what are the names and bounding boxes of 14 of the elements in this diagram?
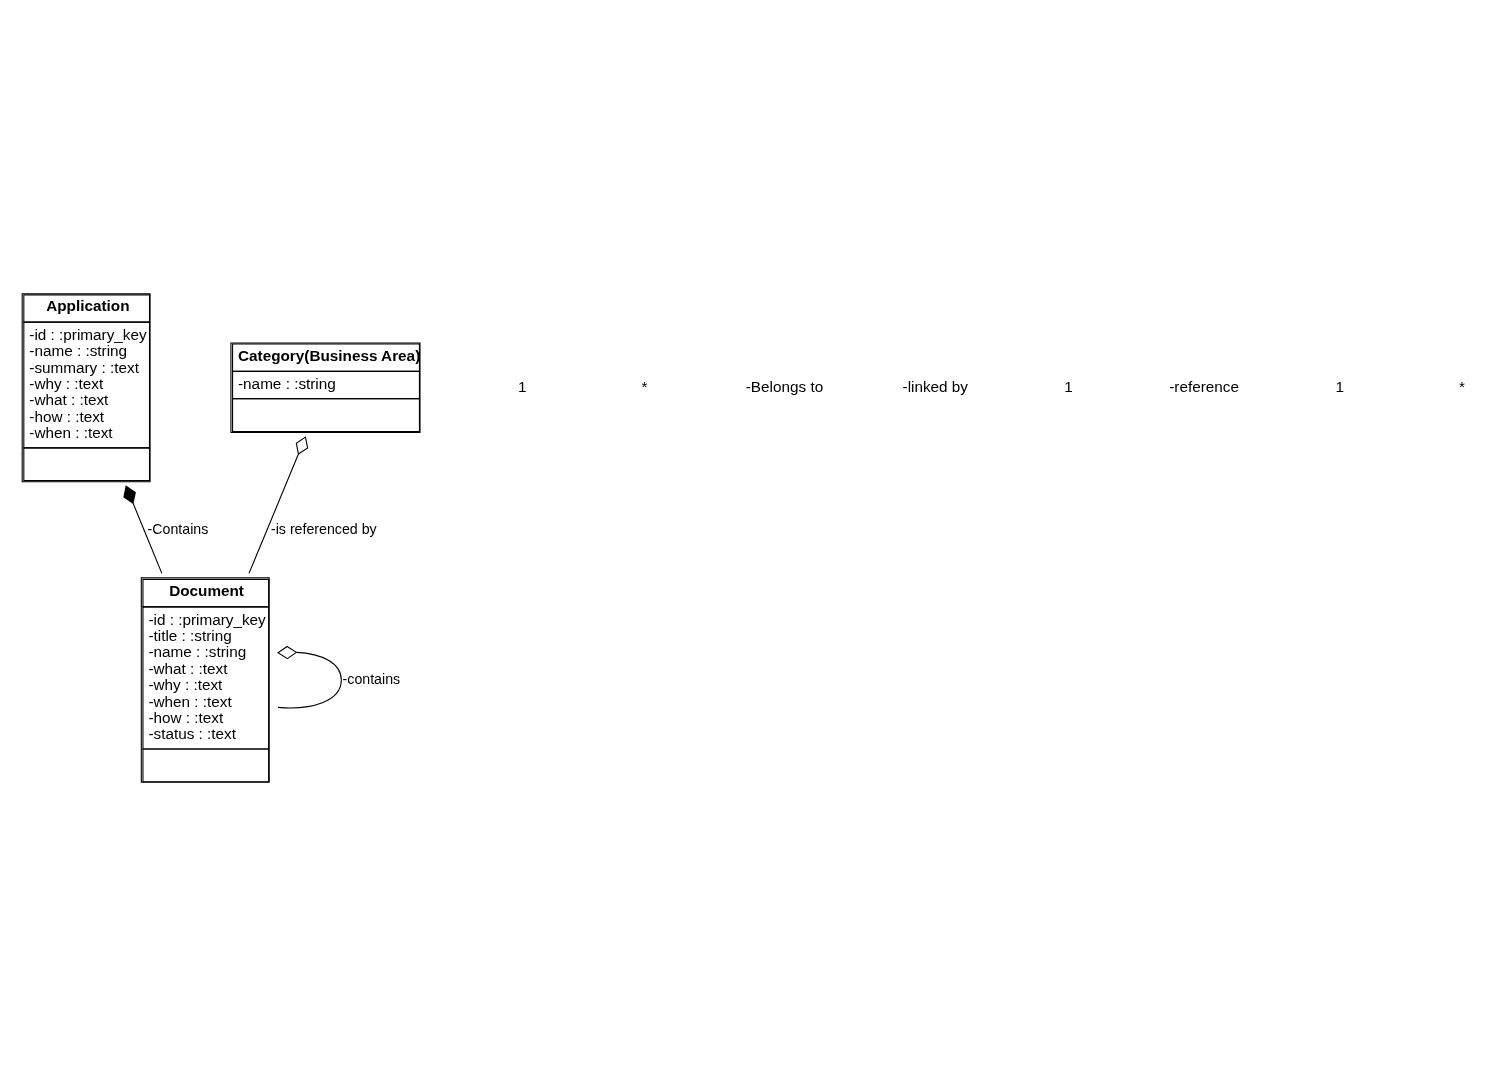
connector [277, 645, 342, 709]
connector [123, 485, 163, 574]
label: -Belongs to [745, 377, 824, 395]
label: -reference [1169, 377, 1239, 395]
label: * [641, 377, 648, 395]
label: 1 [517, 377, 527, 395]
edge-label: -is referenced by [270, 520, 377, 537]
edge-label: -Contains [147, 520, 209, 537]
edge-label: -contains [342, 670, 401, 687]
label: 1 [1335, 377, 1344, 395]
label: * [1459, 377, 1466, 395]
label: 1 [1064, 377, 1073, 395]
connector [248, 436, 309, 574]
label: -linked by [902, 377, 969, 395]
